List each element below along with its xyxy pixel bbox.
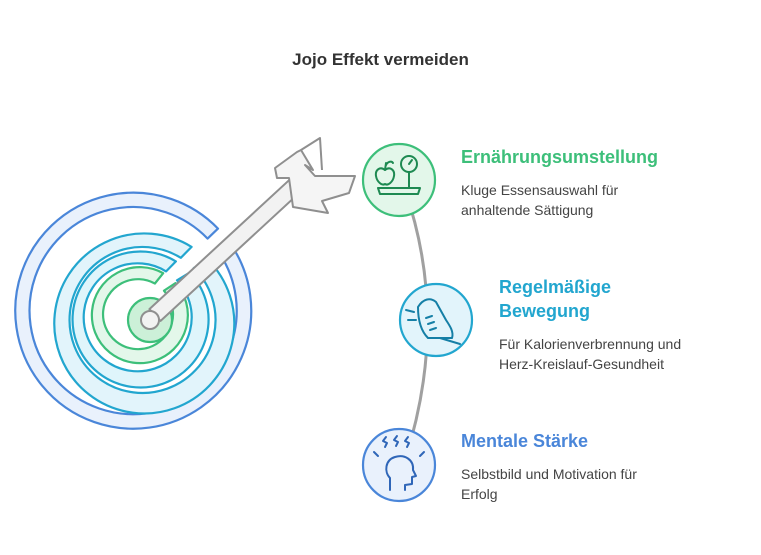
bewegung-icon-circle	[398, 282, 474, 358]
item-title-bewegung-line-1: Regelmäßige	[499, 277, 612, 297]
arrow-icon	[140, 137, 356, 330]
item-desc-mental-line-1: Selbstbild und Motivation für	[461, 466, 637, 482]
item-desc-mental-line-2: Erfolg	[461, 486, 498, 502]
ernaehrung-icon-circle	[361, 142, 437, 218]
target-ring-2	[53, 232, 236, 415]
page-title: Jojo Effekt vermeiden	[292, 50, 469, 69]
arrow-tip	[140, 310, 160, 330]
item-title-bewegung-line-2: Bewegung	[499, 301, 591, 321]
item-title-mental: Mentale Stärke	[461, 431, 589, 451]
mental-icon-circle	[361, 427, 437, 503]
apple-scale-icon	[374, 155, 421, 195]
arrow-fletching	[274, 149, 356, 214]
target-icon	[14, 191, 253, 430]
running-shoe-icon	[405, 298, 461, 345]
mind-head-icon	[373, 435, 425, 491]
item-desc-ernaehrung-line-2: anhaltende Sättigung	[461, 202, 594, 218]
item-desc-ernaehrung-line-1: Kluge Essensauswahl für	[461, 182, 619, 198]
arrow-feather-line	[300, 137, 323, 171]
target-ring-4	[90, 266, 189, 365]
item-title-ernaehrung: Ernährungsumstellung	[461, 147, 659, 167]
item-desc-bewegung-line-1: Für Kalorienverbrennung und	[499, 336, 682, 352]
target-ring-3	[71, 250, 210, 389]
item-desc-bewegung-line-2: Herz-Kreislauf-Gesundheit	[499, 356, 664, 372]
